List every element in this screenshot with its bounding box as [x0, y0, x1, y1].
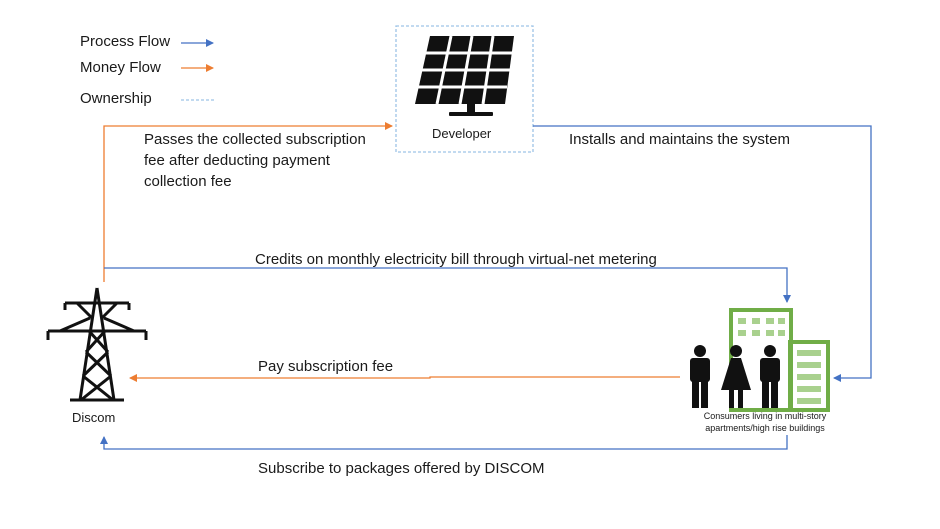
legend-ownership-label: Ownership	[80, 90, 152, 107]
developer-box	[395, 25, 534, 153]
flow-credits-label: Credits on monthly electricity bill thro…	[255, 251, 657, 268]
consumers-label: Consumers living in multi-story apartmen…	[703, 411, 827, 433]
flow-installs-arrow	[533, 125, 872, 382]
flow-pay-fee-arrow	[129, 374, 680, 382]
people-icon	[690, 345, 780, 408]
transmission-tower-icon	[46, 287, 148, 402]
flow-pay-fee-label: Pay subscription fee	[258, 358, 394, 375]
flow-subscribe-arrow	[100, 435, 788, 450]
solar-panel-icon	[415, 35, 514, 116]
developer-label: Developer	[432, 126, 492, 141]
flow-credits-arrow	[104, 267, 791, 303]
flow-installs-label: Installs and maintains the system	[569, 131, 790, 148]
legend-process-label: Process Flow	[80, 33, 171, 50]
flow-passes-fee-arrow	[103, 122, 393, 282]
flow-subscribe-label: Subscribe to packages offered by DISCOM	[258, 460, 545, 477]
legend-money-label: Money Flow	[80, 59, 161, 76]
flow-passes-fee-label: Passes the collected subscription fee af…	[144, 131, 366, 190]
discom-label: Discom	[72, 410, 116, 425]
